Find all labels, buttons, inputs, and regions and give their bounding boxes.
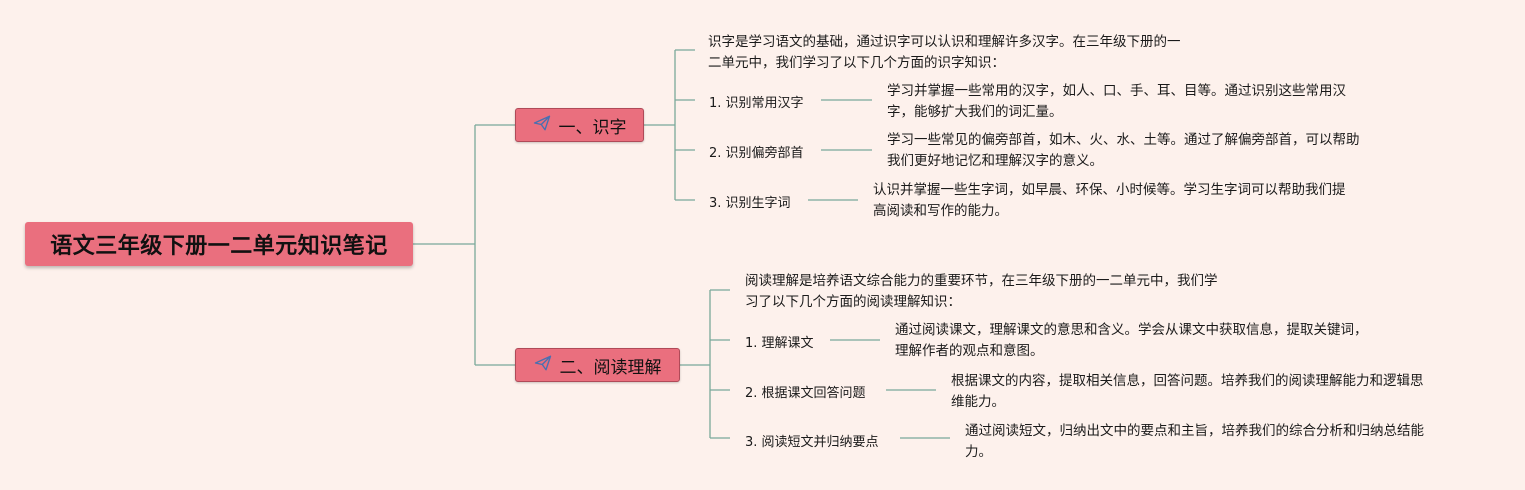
topic-description: 认识并掌握一些生字词，如早晨、环保、小时候等。学习生字词可以帮助我们提 高阅读和… [873, 182, 1346, 219]
topic-item[interactable]: 3. 识别生字词 [709, 196, 791, 211]
paper-plane-icon [533, 114, 551, 137]
topic-description: 学习一些常见的偏旁部首，如木、火、水、土等。通过了解偏旁部首，可以帮助 我们更好… [887, 132, 1360, 169]
branch-label: 二、阅读理解 [559, 357, 662, 378]
topic-item[interactable]: 3. 阅读短文并归纳要点 [745, 435, 879, 450]
branch-intro: 阅读理解是培养语文综合能力的重要环节，在三年级下册的一二单元中，我们学 习了以下… [745, 273, 1218, 310]
topic-description: 根据课文的内容，提取相关信息，回答问题。培养我们的阅读理解能力和逻辑思 维能力。 [951, 373, 1424, 410]
topic-item[interactable]: 1. 理解课文 [745, 336, 814, 351]
branch-node-literacy[interactable]: 一、识字 [515, 108, 644, 142]
branch-label: 一、识字 [558, 117, 627, 138]
root-title: 语文三年级下册一二单元知识笔记 [50, 234, 388, 259]
topic-item[interactable]: 2. 根据课文回答问题 [745, 386, 866, 401]
topic-description: 通过阅读课文，理解课文的意思和含义。学会从课文中获取信息，提取关键词， 理解作者… [895, 322, 1368, 359]
root-node[interactable]: 语文三年级下册一二单元知识笔记 [25, 222, 413, 266]
topic-item[interactable]: 2. 识别偏旁部首 [709, 146, 804, 161]
paper-plane-icon [534, 354, 552, 377]
topic-description: 通过阅读短文，归纳出文中的要点和主旨，培养我们的综合分析和归纳总结能 力。 [965, 423, 1424, 460]
branch-intro: 识字是学习语文的基础，通过识字可以认识和理解许多汉字。在三年级下册的一 二单元中… [708, 34, 1181, 71]
topic-description: 学习并掌握一些常用的汉字，如人、口、手、耳、目等。通过识别这些常用汉 字，能够扩… [887, 83, 1346, 120]
topic-item[interactable]: 1. 识别常用汉字 [709, 96, 804, 111]
branch-node-reading[interactable]: 二、阅读理解 [515, 348, 680, 382]
